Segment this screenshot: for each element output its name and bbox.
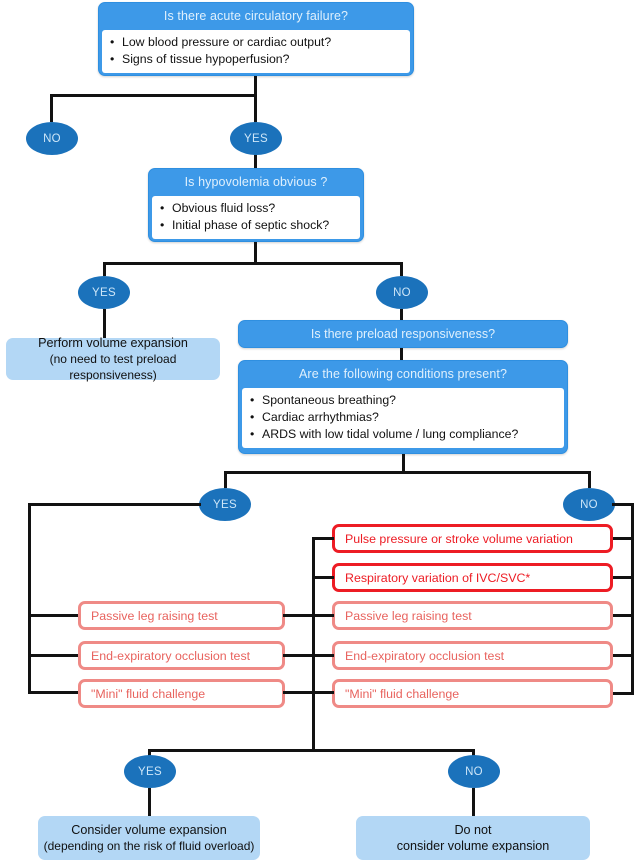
branch-yes-q1[interactable]: YES: [230, 122, 282, 155]
connector-q3-to-q4: [400, 348, 403, 360]
test-box-passive-leg-raising-right[interactable]: Passive leg raising test: [332, 601, 613, 630]
question-header: Is hypovolemia obvious ?: [184, 175, 328, 189]
bullet-item: Low blood pressure or cardiac output?: [110, 34, 404, 51]
test-box-mini-fluid-challenge-right[interactable]: "Mini" fluid challenge: [332, 679, 613, 708]
test-box-end-expiratory-occlusion-left[interactable]: End-expiratory occlusion test: [78, 641, 285, 670]
question-box-hypovolemia-obvious: Is hypovolemia obvious ? Obvious fluid l…: [148, 168, 364, 242]
question-header: Are the following conditions present?: [299, 367, 507, 381]
outcome-line-1: Do not: [454, 823, 492, 837]
question-box-preload-responsiveness: Is there preload responsiveness?: [238, 320, 568, 348]
connector-q4-stem: [402, 454, 405, 471]
connector-q4-to-no: [588, 471, 591, 488]
branch-yes-q2[interactable]: YES: [78, 276, 130, 309]
connector-middle-left-test-2: [283, 654, 334, 657]
connector-right-to-test-5: [610, 692, 634, 695]
connector-left-to-test-1: [28, 614, 80, 617]
connector-q2-to-no: [400, 262, 403, 276]
question-bullets: Obvious fluid loss? Initial phase of sep…: [152, 196, 360, 239]
connector-q2-bracket: [103, 262, 403, 265]
connector-left-from-yes: [28, 503, 201, 506]
branch-yes-q4[interactable]: YES: [199, 488, 251, 521]
branch-no-q2[interactable]: NO: [376, 276, 428, 309]
branch-yes-final[interactable]: YES: [124, 755, 176, 788]
outcome-line-2: (depending on the risk of fluid overload…: [43, 839, 255, 853]
outcome-line-2: consider volume expansion: [396, 839, 550, 853]
connector-right-spine: [631, 503, 634, 695]
connector-q1-bracket: [50, 94, 257, 97]
branch-no-q4[interactable]: NO: [563, 488, 615, 521]
connector-left-spine: [28, 503, 31, 693]
outcome-do-not-consider-volume-expansion: Do not consider volume expansion: [356, 816, 590, 860]
connector-right-to-test-1: [610, 537, 634, 540]
question-bullets: Spontaneous breathing? Cardiac arrhythmi…: [242, 388, 564, 448]
connector-q4-to-yes: [224, 471, 227, 488]
connector-no-to-final-outcome: [472, 788, 475, 816]
outcome-perform-volume-expansion: Perform volume expansion (no need to tes…: [6, 336, 220, 382]
bullet-item: ARDS with low tidal volume / lung compli…: [250, 426, 558, 443]
connector-q1-to-no: [50, 94, 53, 122]
question-header: Is there acute circulatory failure?: [163, 9, 349, 23]
outcome-line-2: (no need to test preload responsiveness): [49, 352, 177, 382]
bullet-item: Signs of tissue hypoperfusion?: [110, 51, 404, 68]
connector-q4-bracket: [224, 471, 591, 474]
branch-no-q1[interactable]: NO: [26, 122, 78, 155]
connector-middle-left-test-3: [283, 691, 334, 694]
test-box-pulse-pressure-variation[interactable]: Pulse pressure or stroke volume variatio…: [332, 524, 613, 553]
connector-q1-to-yes: [254, 94, 257, 122]
question-box-following-conditions: Are the following conditions present? Sp…: [238, 360, 568, 454]
test-box-passive-leg-raising-left[interactable]: Passive leg raising test: [78, 601, 285, 630]
connector-right-to-test-2: [610, 576, 634, 579]
bullet-item: Obvious fluid loss?: [160, 200, 354, 217]
connector-yes-to-outcome: [103, 309, 106, 338]
connector-middle-spine: [312, 537, 315, 749]
outcome-line-1: Perform volume expansion: [38, 336, 188, 350]
bullet-item: Initial phase of septic shock?: [160, 217, 354, 234]
connector-left-to-test-2: [28, 654, 80, 657]
question-box-acute-circulatory-failure: Is there acute circulatory failure? Low …: [98, 2, 414, 76]
outcome-line-1: Consider volume expansion: [71, 823, 227, 837]
connector-q1-stem: [254, 76, 257, 94]
connector-middle-to-right-test-2: [312, 576, 334, 579]
connector-yes-to-q2: [254, 155, 257, 168]
branch-no-final[interactable]: NO: [448, 755, 500, 788]
connector-middle-left-test-1: [283, 614, 334, 617]
bullet-item: Cardiac arrhythmias?: [250, 409, 558, 426]
outcome-consider-volume-expansion: Consider volume expansion (depending on …: [38, 816, 260, 860]
connector-right-from-no: [612, 503, 634, 506]
test-box-respiratory-variation-ivc-svc[interactable]: Respiratory variation of IVC/SVC*: [332, 563, 613, 592]
connector-final-bracket: [148, 749, 475, 752]
question-bullets: Low blood pressure or cardiac output? Si…: [102, 30, 410, 73]
connector-right-to-test-4: [610, 654, 634, 657]
bullet-item: Spontaneous breathing?: [250, 392, 558, 409]
connector-q2-to-yes: [103, 262, 106, 276]
test-box-mini-fluid-challenge-left[interactable]: "Mini" fluid challenge: [78, 679, 285, 708]
connector-left-to-test-3: [28, 691, 80, 694]
connector-yes-to-final-outcome: [148, 788, 151, 816]
connector-middle-to-right-test-1: [312, 537, 334, 540]
connector-q2-stem: [254, 242, 257, 262]
connector-no-to-q3: [400, 309, 403, 320]
connector-right-to-test-3: [610, 614, 634, 617]
test-box-end-expiratory-occlusion-right[interactable]: End-expiratory occlusion test: [332, 641, 613, 670]
